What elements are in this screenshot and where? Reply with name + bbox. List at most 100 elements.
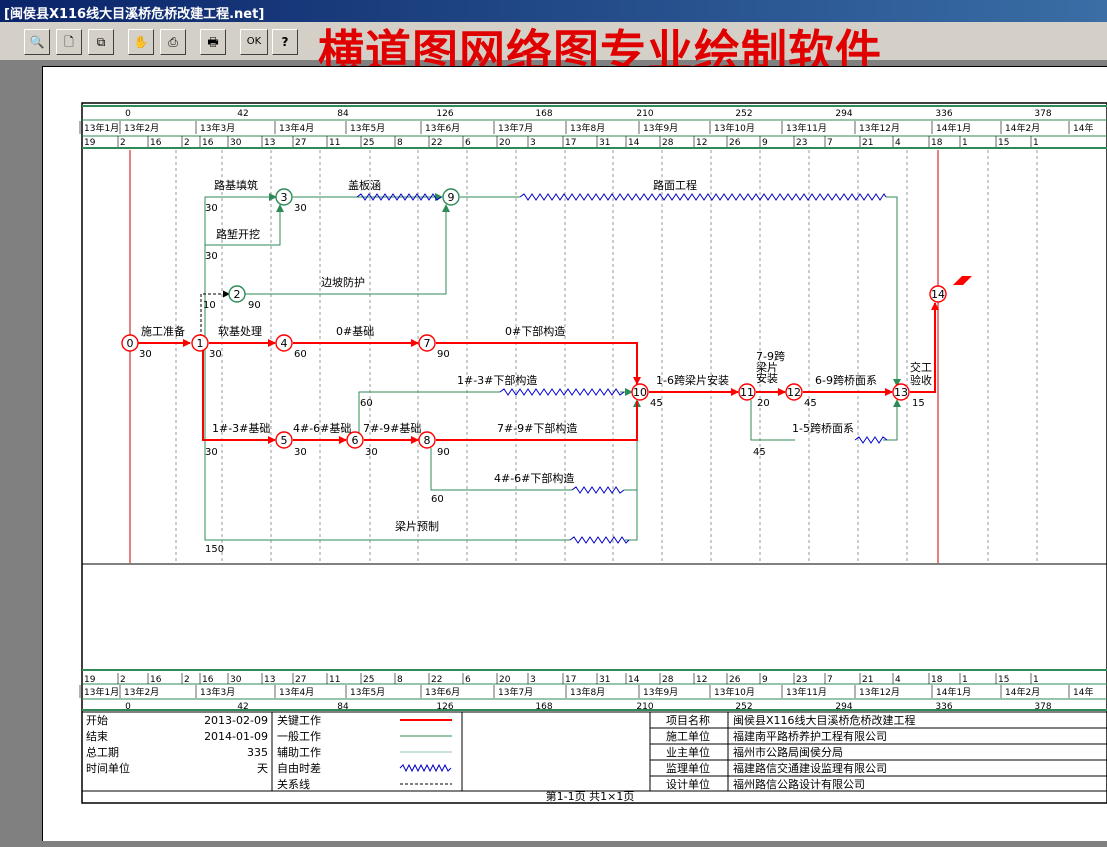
ruler-day-tick: 210 [636, 109, 653, 119]
grid-lines [175, 150, 1038, 563]
svg-text:11: 11 [740, 386, 754, 399]
project-key-4: 设计单位 [666, 777, 710, 791]
node-7[interactable]: 7 [418, 334, 436, 352]
ruler-month: 13年1月 [84, 686, 119, 698]
project-val-1: 福建南平路桥养护工程有限公司 [733, 729, 887, 743]
activity-3[interactable]: 盖板涵 30 [294, 178, 381, 214]
ruler-date: 7 [827, 675, 833, 685]
ruler-month: 13年12月 [859, 686, 900, 698]
ruler-day-tick: 252 [735, 109, 752, 119]
node-4[interactable]: 4 [275, 334, 293, 352]
ruler-date: 30 [230, 675, 242, 685]
svg-text:4: 4 [281, 337, 288, 350]
activity-label: 0#下部构造 [505, 324, 565, 338]
ruler-date: 23 [796, 675, 807, 685]
ruler-date: 18 [931, 138, 943, 148]
unit-value: 天 [257, 762, 268, 775]
ruler-date: 2 [184, 138, 190, 148]
ruler-date: 15 [998, 675, 1009, 685]
activity-label: 路基填筑 [214, 178, 258, 192]
activity-label: 1#-3#基础 [212, 422, 270, 435]
project-key-2: 业主单位 [666, 745, 710, 759]
legend-table: 开始 2013-02-09 结束 2014-01-09 总工期 335 时间单位… [82, 711, 1107, 803]
ruler-month: 14年2月 [1005, 686, 1040, 698]
ruler-date: 19 [84, 138, 96, 148]
node-2[interactable]: 2 [228, 285, 246, 303]
node-10[interactable]: 10 [631, 383, 649, 401]
ruler-month: 13年3月 [200, 122, 235, 134]
printer-icon[interactable]: 🖶 [200, 29, 226, 55]
activity-label: 4#-6#基础 [293, 422, 351, 435]
ruler-date: 15 [998, 138, 1009, 148]
total-value: 335 [247, 746, 268, 759]
copy-icon[interactable]: ⧉ [88, 29, 114, 55]
ok-button[interactable]: OK [240, 29, 268, 55]
node-6[interactable]: 6 [346, 431, 364, 449]
activity-21[interactable]: 10 [203, 300, 216, 311]
ruler-date: 27 [295, 138, 306, 148]
node-11[interactable]: 11 [738, 383, 756, 401]
activity-label: 7#-9#基础 [363, 422, 421, 435]
node-5[interactable]: 5 [275, 431, 293, 449]
ruler-month: 13年10月 [714, 122, 755, 134]
node-12[interactable]: 12 [785, 383, 803, 401]
node-1[interactable]: 1 [191, 334, 209, 352]
ruler-day-tick: 336 [935, 702, 952, 712]
ruler-date: 9 [762, 675, 768, 685]
ruler-date: 9 [762, 138, 768, 148]
ruler-date: 26 [729, 675, 741, 685]
ruler-date: 25 [363, 675, 374, 685]
ruler-date: 14 [628, 138, 640, 148]
hand-icon[interactable]: ✋ [128, 29, 154, 55]
node-3[interactable]: 3 [275, 188, 293, 206]
node-0[interactable]: 0 [121, 334, 139, 352]
project-val-2: 福州市公路局闽侯分局 [733, 745, 843, 759]
print-setup-icon[interactable]: ⎙ [160, 29, 186, 55]
page-icon[interactable]: 🗋 [56, 29, 82, 55]
activity-4[interactable]: 路面工程 [653, 179, 697, 192]
svg-text:12: 12 [787, 386, 801, 399]
activity-duration: 30 [294, 203, 307, 214]
node-9[interactable]: 9 [442, 188, 460, 206]
legend-relation: 关系线 [277, 777, 310, 791]
ruler-date: 4 [895, 675, 901, 685]
project-val-0: 闽侯县X116线大目溪桥危桥改建工程 [733, 713, 916, 727]
node-14[interactable]: 14 [929, 285, 947, 303]
activity-duration: 10 [203, 300, 216, 311]
activity-duration: 60 [431, 494, 444, 505]
ruler-date: 1 [962, 675, 968, 685]
help-icon[interactable]: ? [272, 29, 298, 55]
ruler-date: 21 [862, 138, 873, 148]
total-label: 总工期 [86, 745, 119, 759]
node-8[interactable]: 8 [418, 431, 436, 449]
svg-text:8: 8 [424, 434, 431, 447]
ruler-day-tick: 378 [1034, 109, 1051, 119]
end-label: 结束 [86, 730, 108, 743]
activity-label: 边坡防护 [321, 275, 365, 289]
ruler-date: 17 [565, 675, 576, 685]
legend-auxiliary: 辅助工作 [277, 745, 321, 759]
activity-label: 盖板涵 [348, 178, 381, 192]
node-13[interactable]: 13 [892, 383, 910, 401]
zoom-icon[interactable]: 🔍 [24, 29, 50, 55]
